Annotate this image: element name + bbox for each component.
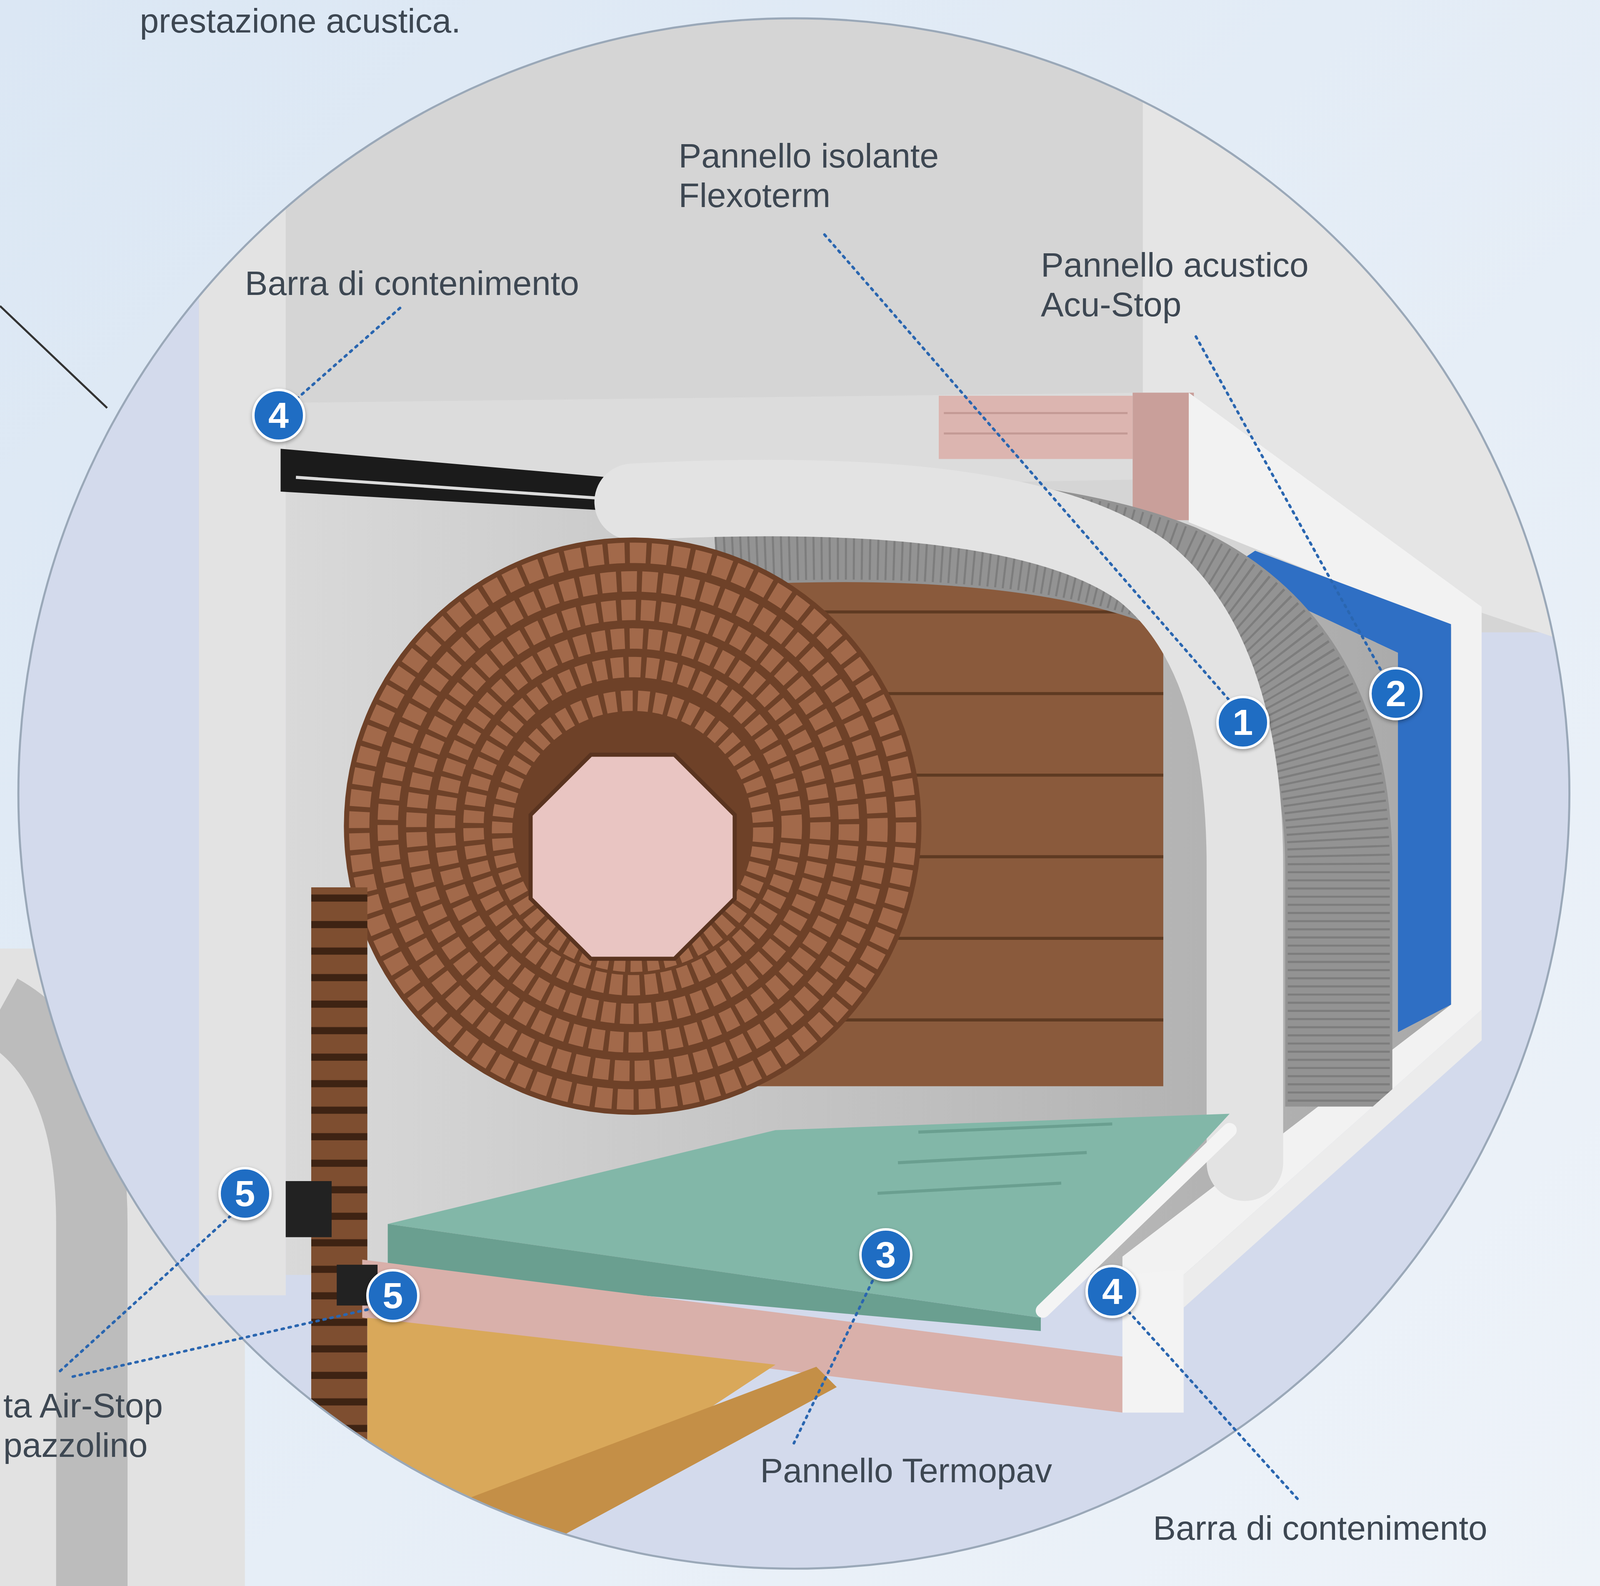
- callout-number: 2: [1385, 675, 1407, 713]
- bar-edge: [295, 477, 623, 500]
- slat-ring: [502, 700, 764, 963]
- part-label: ta Air-Stop pazzolino: [3, 1385, 187, 1465]
- leader-line: [71, 1310, 368, 1378]
- leader-line: [59, 1215, 231, 1373]
- callout-circle: 2: [1369, 667, 1423, 721]
- leader-line: [297, 307, 400, 398]
- roll-face: [343, 537, 922, 1115]
- wood-side: [1132, 392, 1194, 521]
- shutter-box: [199, 0, 1600, 1586]
- octagonal-shaft: [530, 755, 735, 960]
- part-label: Pannello isolante Flexoterm: [678, 135, 1016, 215]
- panel-rib: [918, 1124, 1113, 1133]
- wood-grain: [943, 412, 1128, 415]
- slat-ring: [473, 667, 792, 986]
- part-label: Barra di contenimento: [245, 263, 580, 303]
- callout-circle: 5: [218, 1167, 272, 1221]
- panel-rib: [877, 1183, 1062, 1194]
- wood-grain: [943, 432, 1128, 435]
- slat-ring: [359, 552, 907, 1100]
- slat-ring: [445, 638, 821, 1015]
- part-label: Barra di contenimento: [1152, 1508, 1488, 1548]
- callout-number: 5: [382, 1277, 403, 1315]
- lens-rim: [18, 18, 1570, 1569]
- callout-circle: 5: [366, 1269, 420, 1323]
- callout-circle: 4: [252, 388, 306, 443]
- wood-top: [938, 395, 1133, 460]
- pointer-line: [0, 305, 108, 408]
- callout-circle: 3: [859, 1228, 913, 1282]
- callout-number: 4: [1102, 1273, 1123, 1310]
- part-label: Pannello acustico Acu-Stop: [1040, 245, 1378, 325]
- white-frame: [1183, 1010, 1482, 1308]
- callout-number: 1: [1232, 704, 1253, 741]
- callout-number: 5: [234, 1175, 255, 1213]
- leader-line: [1128, 1311, 1299, 1500]
- callout-number: 3: [875, 1236, 896, 1274]
- callout-circle: 4: [1085, 1265, 1139, 1319]
- panel-rib: [897, 1152, 1087, 1163]
- callout-circle: 1: [1216, 695, 1270, 750]
- side-foam: [0, 1010, 92, 1586]
- part-label: prestazione acustica.: [140, 0, 461, 41]
- front-board: [199, 0, 286, 1296]
- leader-line: [793, 1281, 873, 1444]
- slat-ring: [387, 581, 878, 1071]
- part-label: Pannello Termopav: [760, 1450, 1052, 1491]
- leader-line: [1195, 336, 1384, 676]
- callout-number: 4: [268, 397, 289, 434]
- containment-bar: [280, 448, 633, 513]
- air-stop-seal: [285, 1181, 332, 1238]
- leader-lines: [59, 234, 1384, 1500]
- slat-ring: [416, 610, 849, 1043]
